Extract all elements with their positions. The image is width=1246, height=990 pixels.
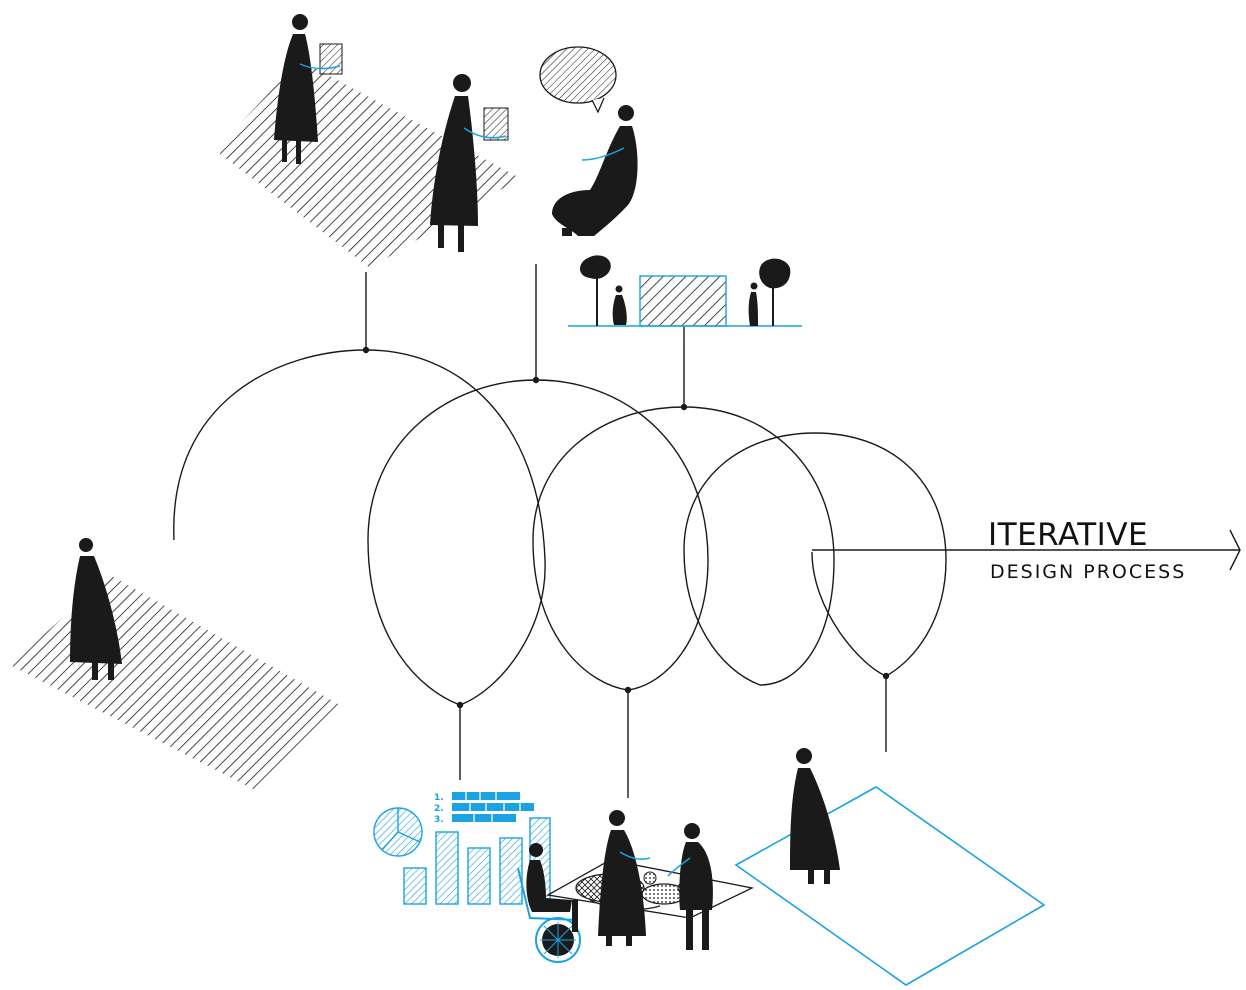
scene-streetscape (568, 255, 802, 327)
connectors (362, 264, 890, 798)
rank-number: 1. (434, 793, 444, 803)
building-block (639, 275, 727, 327)
person-standing (70, 538, 122, 680)
person-seated (552, 105, 638, 236)
loop-start-arc (173, 349, 546, 706)
rank-number: 2. (434, 804, 444, 814)
person-small (612, 285, 627, 325)
title-main: ITERATIVE (988, 517, 1148, 553)
pie-chart-icon (373, 807, 423, 857)
loop-4 (683, 432, 947, 686)
scene-document-review (215, 14, 520, 268)
person-standing (790, 748, 840, 884)
title-sub: DESIGN PROCESS (990, 561, 1186, 583)
speech-bubble-icon (539, 46, 617, 114)
hatched-ground (10, 575, 340, 790)
person-standing (667, 823, 713, 950)
scene-feedback-speech (539, 46, 638, 236)
scene-site-evaluation (734, 748, 1046, 986)
tree-icon (580, 255, 611, 326)
person-standing-with-paper (430, 74, 509, 252)
scene-collaborative-workshop: 1. 2. 3. (373, 792, 755, 963)
tree-icon (759, 258, 791, 326)
wheelchair-wheel-icon (535, 917, 581, 963)
rank-number: 3. (434, 815, 444, 825)
site-plan-table (546, 859, 755, 919)
process-arrow (812, 529, 1241, 571)
person-wheelchair (517, 843, 581, 963)
person-small (748, 282, 758, 326)
loop-2 (367, 379, 709, 706)
scene-site-observation (10, 538, 340, 790)
ranking-list: 1. 2. 3. (434, 792, 534, 825)
person-standing-with-paper (274, 14, 343, 164)
iteration-loops (173, 349, 947, 706)
person-standing (598, 810, 651, 946)
site-outline (734, 786, 1046, 986)
